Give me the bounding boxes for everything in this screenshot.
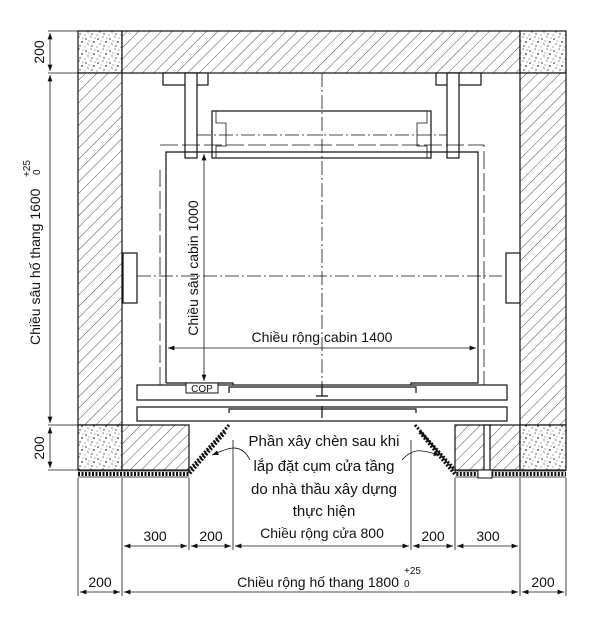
- shaft-width-tol-lower: 0: [404, 579, 410, 590]
- bottom-wall-dim: 200: [31, 436, 47, 460]
- cabin-width-dim: Chiều rộng cabin 1400: [252, 329, 393, 345]
- dim-right-200: 200: [421, 528, 445, 544]
- counterweight-assembly: [162, 72, 482, 159]
- wall-right-dim: 200: [531, 574, 555, 590]
- dim-left-300: 300: [143, 528, 167, 544]
- counterweight: [211, 110, 432, 159]
- dim-right-300: 300: [476, 528, 500, 544]
- note-line: lắp đặt cụm cửa tầng: [254, 458, 395, 475]
- note: Phần xây chèn sau khi lắp đặt cụm cửa tầ…: [249, 433, 400, 520]
- walls: [77, 30, 567, 471]
- top-wall-right-concrete: [519, 30, 567, 74]
- shaft-width-tol-upper: +25: [404, 566, 421, 577]
- note-line: do nhà thầu xây dựng: [251, 481, 397, 498]
- floor-finish: [78, 430, 566, 479]
- right-wall: [519, 72, 567, 426]
- bottom-right-concrete: [519, 424, 567, 471]
- cop-label: COP: [191, 384, 213, 395]
- note-line: Phần xây chèn sau khi: [249, 433, 400, 450]
- door-width-dim: Chiều rộng cửa 800: [260, 525, 384, 541]
- left-wall: [77, 72, 123, 426]
- door-sills: [136, 384, 508, 471]
- note-line: thực hiện: [293, 503, 356, 520]
- cop-panel: [185, 382, 219, 394]
- dim-left-200: 200: [199, 528, 223, 544]
- top-wall-dim: 200: [31, 40, 47, 64]
- wall-left-dim: 200: [88, 574, 112, 590]
- top-wall-left-concrete: [77, 30, 123, 74]
- top-wall: [121, 30, 521, 74]
- bottom-left-concrete: [77, 424, 123, 471]
- shaft-depth-dim: Chiều sâu hố thang 1600: [27, 188, 43, 345]
- shaft-depth-tol-upper: +25: [22, 160, 33, 177]
- shaft-width-dim: Chiều rộng hố thang 1800: [237, 574, 399, 590]
- dimension-lines: [47, 30, 567, 596]
- cabin-depth-dim: Chiều sâu cabin 1000: [185, 200, 201, 336]
- shaft-depth-tol-lower: 0: [32, 169, 43, 175]
- bottom-left-wall: [121, 424, 190, 471]
